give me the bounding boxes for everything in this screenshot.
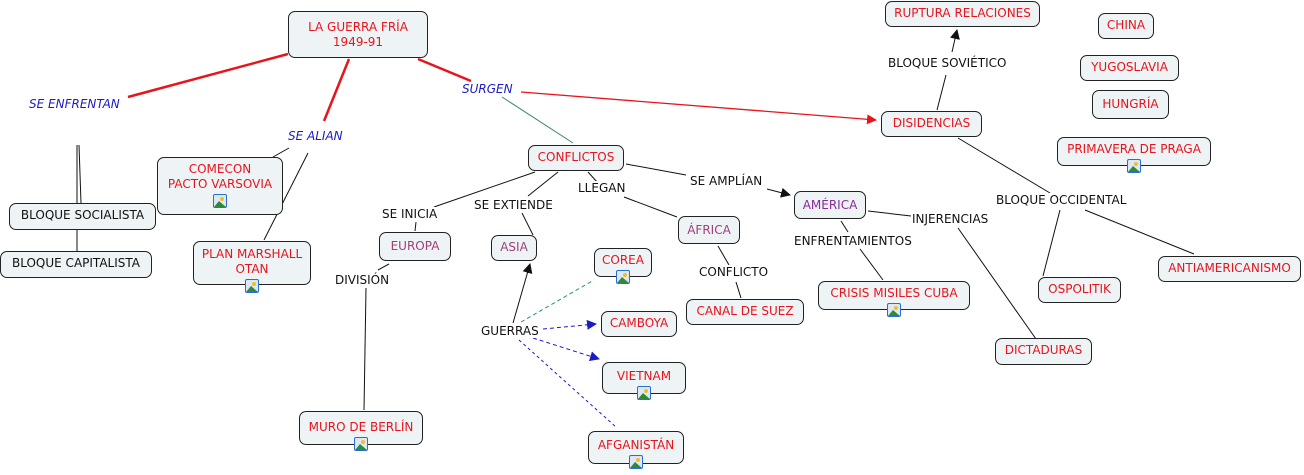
concept-yugoslavia[interactable]: YUGOSLAVIA bbox=[1080, 55, 1179, 81]
link-label-bloque-sovietico: BLOQUE SOVIÉTICO bbox=[888, 56, 1007, 70]
concept-label: PRIMAVERA DE PRAGA bbox=[1067, 142, 1201, 156]
link-label-enfrentamientos: ENFRENTAMIENTOS bbox=[794, 234, 912, 248]
concept-ruptura-relaciones[interactable]: RUPTURA RELACIONES bbox=[885, 1, 1040, 27]
concept-dictaduras[interactable]: DICTADURAS bbox=[995, 338, 1092, 365]
concept-canal-de-suez[interactable]: CANAL DE SUEZ bbox=[686, 299, 804, 325]
link-label-se-inicia: SE INICIA bbox=[382, 207, 438, 221]
concept-label: CRISIS MISILES CUBA bbox=[830, 286, 958, 300]
concept-crisis-misiles-cuba[interactable]: CRISIS MISILES CUBA bbox=[818, 281, 970, 317]
concept-comecon-pacto-varsovia[interactable]: COMECON PACTO VARSOVIA bbox=[157, 157, 283, 215]
concept-label: COREA bbox=[602, 253, 644, 267]
image-resource-icon[interactable] bbox=[1127, 159, 1141, 173]
image-resource-icon[interactable] bbox=[354, 437, 368, 451]
concept-bloque-capitalista[interactable]: BLOQUE CAPITALISTA bbox=[0, 251, 152, 278]
link-surgen-disidencias bbox=[520, 91, 877, 125]
concept-camboya[interactable]: CAMBOYA bbox=[601, 311, 677, 337]
concept-label: COMECON PACTO VARSOVIA bbox=[167, 162, 273, 191]
concept-corea[interactable]: COREA bbox=[594, 248, 652, 284]
concept-plan-marshall-otan[interactable]: PLAN MARSHALL OTAN bbox=[193, 241, 311, 293]
concept-label: VIETNAM bbox=[616, 369, 672, 383]
link-label-se-enfrentan: SE ENFRENTAN bbox=[29, 97, 120, 111]
image-resource-icon[interactable] bbox=[629, 455, 643, 469]
concept-label: PLAN MARSHALL OTAN bbox=[201, 247, 303, 276]
image-resource-icon[interactable] bbox=[637, 386, 651, 400]
link-label-se-amplian: SE AMPLÍAN bbox=[690, 174, 763, 188]
link-root-se-alian bbox=[322, 58, 351, 122]
link-root-se-enfrentan bbox=[127, 52, 289, 99]
link-label-division: DIVISIÓN bbox=[335, 273, 390, 287]
link-label-injerencias: INJERENCIAS bbox=[912, 212, 989, 226]
concept-antiamericanismo[interactable]: ANTIAMERICANISMO bbox=[1158, 256, 1301, 282]
concept-hungria[interactable]: HUNGRÍA bbox=[1092, 90, 1169, 119]
link-root-surgen bbox=[417, 57, 472, 83]
concept-label: AFGANISTÁN bbox=[597, 438, 675, 452]
image-resource-icon[interactable] bbox=[887, 303, 901, 317]
concept-america[interactable]: AMÉRICA bbox=[794, 191, 866, 219]
image-resource-icon[interactable] bbox=[245, 279, 259, 293]
concept-primavera-de-praga[interactable]: PRIMAVERA DE PRAGA bbox=[1057, 137, 1211, 173]
concept-ospolitik[interactable]: OSPOLITIK bbox=[1038, 277, 1121, 303]
link-label-conflicto: CONFLICTO bbox=[699, 265, 769, 279]
image-resource-icon[interactable] bbox=[213, 194, 227, 208]
link-label-bloque-occidental: BLOQUE OCCIDENTAL bbox=[996, 193, 1127, 207]
concept-africa[interactable]: ÁFRICA bbox=[678, 216, 740, 244]
link-label-guerras: GUERRAS bbox=[481, 324, 539, 338]
concept-asia[interactable]: ASIA bbox=[491, 235, 537, 261]
concept-muro-de-berlin[interactable]: MURO DE BERLÍN bbox=[299, 411, 423, 451]
link-label-surgen: SURGEN bbox=[462, 82, 513, 96]
concept-conflictos[interactable]: CONFLICTOS bbox=[528, 145, 624, 171]
concept-europa[interactable]: EUROPA bbox=[379, 232, 451, 261]
link-surgen-conflictos bbox=[501, 96, 574, 144]
concept-la-guerra-fria[interactable]: LA GUERRA FRÍA 1949-91 bbox=[288, 11, 428, 58]
link-label-llegan: LLEGAN bbox=[578, 181, 626, 195]
concept-disidencias[interactable]: DISIDENCIAS bbox=[881, 111, 982, 137]
link-label-se-extiende: SE EXTIENDE bbox=[474, 198, 553, 212]
image-resource-icon[interactable] bbox=[616, 270, 630, 284]
concept-china[interactable]: CHINA bbox=[1098, 13, 1154, 39]
link-label-se-alian: SE ALIAN bbox=[288, 129, 343, 143]
concept-label: MURO DE BERLÍN bbox=[308, 420, 414, 434]
concept-bloque-socialista[interactable]: BLOQUE SOCIALISTA bbox=[9, 203, 156, 230]
concept-vietnam[interactable]: VIETNAM bbox=[602, 362, 686, 400]
concept-afganistan[interactable]: AFGANISTÁN bbox=[588, 431, 684, 469]
